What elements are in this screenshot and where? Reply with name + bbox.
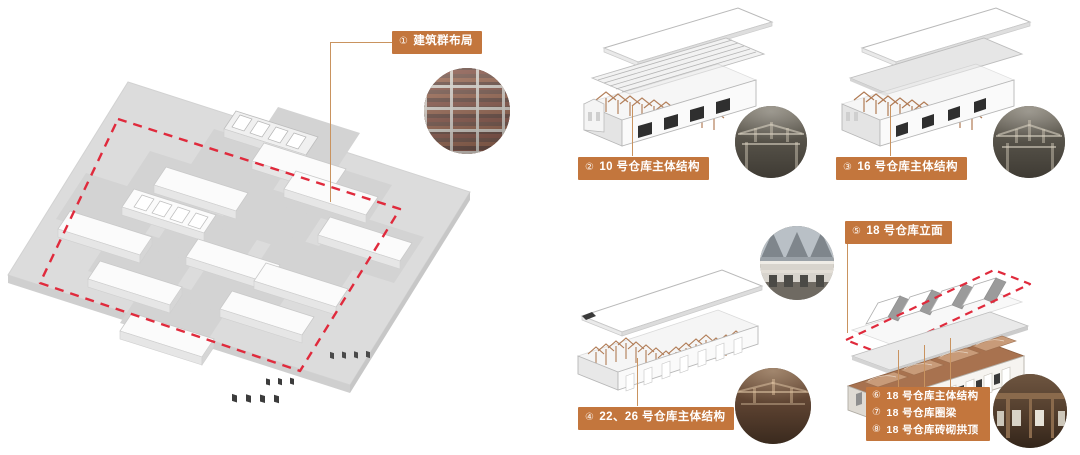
leader-8-vertical xyxy=(950,338,951,388)
site-ground-edge-right xyxy=(350,192,470,393)
detail-facade-18 xyxy=(232,393,279,404)
axo-10-diagram xyxy=(582,7,774,147)
callout-6-number: ⑥ xyxy=(872,390,882,402)
axo-10-windows xyxy=(638,98,730,138)
sawtooth-fins xyxy=(133,194,209,230)
photo-brick-facade xyxy=(424,68,510,154)
site-buildings xyxy=(57,110,413,404)
leader-2-vertical xyxy=(632,106,633,156)
callout-6-label: 18 号仓库主体结构 xyxy=(886,390,979,402)
detail-facade-right xyxy=(330,350,370,360)
callout-6[interactable]: ⑥ 18 号仓库主体结构 xyxy=(866,387,990,407)
callout-8[interactable]: ⑧ 18 号仓库砖砌拱顶 xyxy=(866,421,990,441)
callout-2-label: 10 号仓库主体结构 xyxy=(599,161,700,173)
callout-3-label: 16 号仓库主体结构 xyxy=(857,161,958,173)
photo-truss-10 xyxy=(735,106,807,178)
axo-16-windows xyxy=(896,98,986,137)
photo-sawtooth xyxy=(760,226,834,300)
callout-7[interactable]: ⑦ 18 号仓库圈梁 xyxy=(866,404,990,424)
axo-22-structure xyxy=(576,309,760,392)
leader-5-vertical xyxy=(847,235,848,333)
callout-5-label: 18 号仓库立面 xyxy=(866,225,944,237)
callout-8-number: ⑧ xyxy=(872,424,882,436)
callout-7-number: ⑦ xyxy=(872,407,882,419)
axo-18-sawtooth-roof xyxy=(850,277,1024,345)
site-plan-diagram xyxy=(7,81,471,404)
callout-1-label: 建筑群布局 xyxy=(413,35,473,47)
leader-7-vertical xyxy=(924,345,925,388)
leader-6-vertical xyxy=(898,350,899,388)
callout-3[interactable]: ③ 16 号仓库主体结构 xyxy=(836,157,967,180)
callout-4-number: ④ xyxy=(585,411,595,423)
callout-5[interactable]: ⑤ 18 号仓库立面 xyxy=(845,221,953,244)
detail-facade-lower xyxy=(266,377,294,386)
callout-1[interactable]: ① 建筑群布局 xyxy=(392,31,482,54)
axo-22-26-diagram xyxy=(576,269,764,392)
callout-2[interactable]: ② 10 号仓库主体结构 xyxy=(578,157,709,180)
callout-4-label: 22、26 号仓库主体结构 xyxy=(599,411,726,423)
axo-10-structure xyxy=(582,63,758,147)
axo-18-highlight-dashed xyxy=(844,268,1032,356)
leader-1-horizontal xyxy=(330,42,392,43)
callout-4[interactable]: ④ 22、26 号仓库主体结构 xyxy=(578,407,735,430)
callout-8-label: 18 号仓库砖砌拱顶 xyxy=(886,424,979,436)
photo-truss-22 xyxy=(735,368,811,444)
callout-7-label: 18 号仓库圈梁 xyxy=(886,407,957,419)
axo-16-purlin-layer xyxy=(848,37,1024,97)
callout-1-number: ① xyxy=(399,35,409,47)
axo-10-purlin-layer xyxy=(590,37,766,95)
axo-10-gable xyxy=(583,98,605,133)
leader-1-vertical xyxy=(330,42,331,202)
photo-truss-16 xyxy=(993,106,1065,178)
photo-vault-18 xyxy=(993,374,1067,448)
callout-5-number: ⑤ xyxy=(852,225,862,237)
leader-4-vertical xyxy=(637,358,638,406)
callout-3-number: ③ xyxy=(843,161,853,173)
leader-3-vertical xyxy=(890,106,891,156)
callout-2-number: ② xyxy=(585,161,595,173)
site-boundary-dashed xyxy=(38,117,402,373)
